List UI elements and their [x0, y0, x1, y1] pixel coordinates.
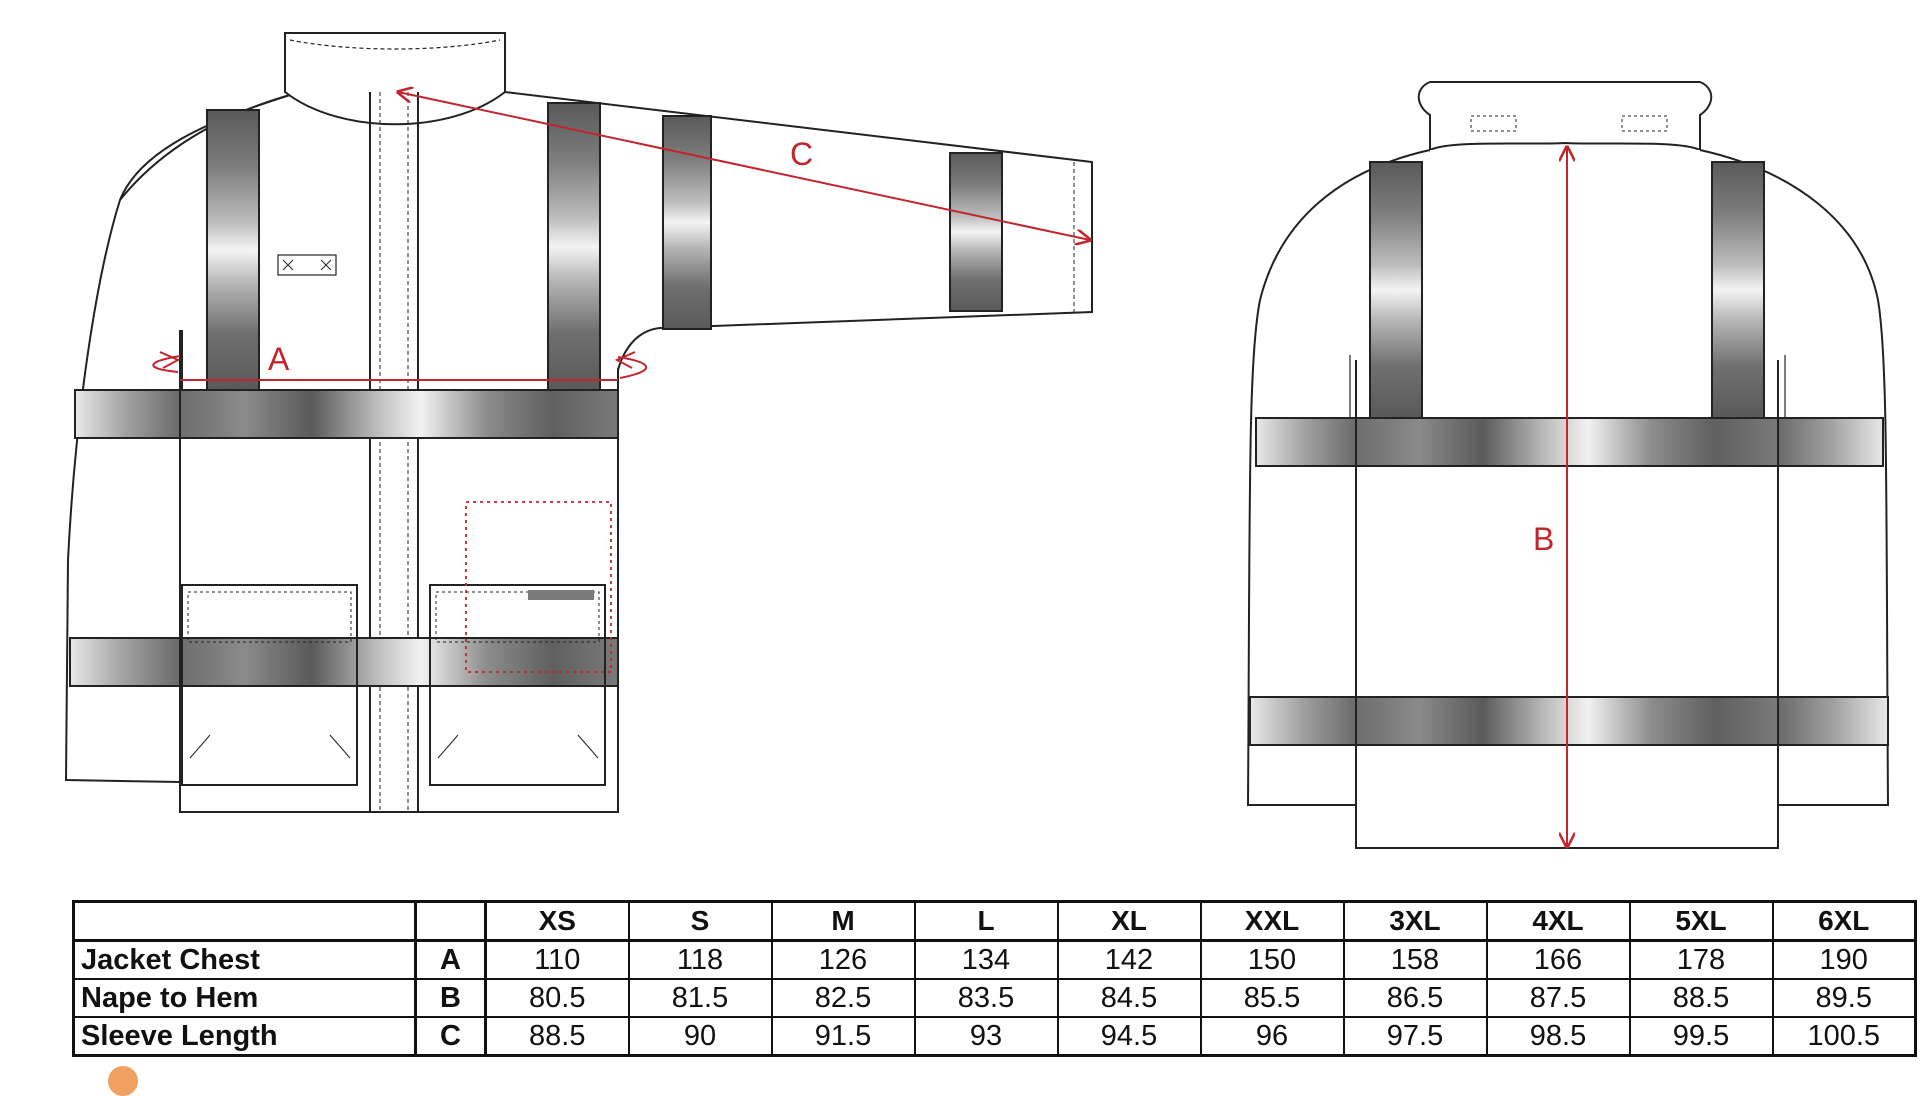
measurement-value-cell: 83.5: [913, 978, 1059, 1018]
measure-label-c: C: [790, 136, 813, 172]
measurement-value-cell: 142: [1056, 939, 1202, 980]
measurement-value-cell: 134: [913, 939, 1059, 980]
orange-dot-marker: [108, 1066, 138, 1096]
measurement-value-cell: 87.5: [1485, 978, 1631, 1018]
size-header-cell: XS: [484, 900, 630, 942]
measurement-value-cell: 190: [1771, 939, 1917, 980]
measurement-value-cell: 96: [1199, 1016, 1345, 1057]
measurement-value-cell: 88.5: [1628, 978, 1774, 1018]
measurement-value-cell: 82.5: [770, 978, 916, 1018]
measurement-value-cell: 100.5: [1771, 1016, 1917, 1057]
measurement-value-cell: 85.5: [1199, 978, 1345, 1018]
measure-c-arrow: [398, 92, 1090, 240]
size-header-cell: XL: [1056, 900, 1202, 942]
measure-a: [152, 351, 647, 381]
measurement-value-cell: 99.5: [1628, 1016, 1774, 1057]
measurement-value-cell: 90: [627, 1016, 773, 1057]
measurement-value-cell: 118: [627, 939, 773, 980]
measurement-value-cell: 97.5: [1342, 1016, 1488, 1057]
measurement-value-cell: 178: [1628, 939, 1774, 980]
size-header-cell: 3XL: [1342, 900, 1488, 942]
size-header-cell: 4XL: [1485, 900, 1631, 942]
measurement-value-cell: 93: [913, 1016, 1059, 1057]
measurement-value-cell: 81.5: [627, 978, 773, 1018]
measurement-value-cell: 89.5: [1771, 978, 1917, 1018]
measurement-code-cell: A: [414, 939, 487, 980]
measurement-value-cell: 80.5: [484, 978, 630, 1018]
size-header-cell: L: [913, 900, 1059, 942]
front-view: [64, 32, 1093, 813]
measurement-value-cell: 94.5: [1056, 1016, 1202, 1057]
measurement-value-cell: 86.5: [1342, 978, 1488, 1018]
measurement-name-cell: Nape to Hem: [72, 978, 417, 1018]
size-header-cell: S: [627, 900, 773, 942]
measure-label-a: A: [268, 341, 290, 377]
measurement-value-cell: 98.5: [1485, 1016, 1631, 1057]
measurement-value-cell: 91.5: [770, 1016, 916, 1057]
measurement-name-cell: Sleeve Length: [72, 1016, 417, 1057]
measurement-code-cell: C: [414, 1016, 487, 1057]
header-empty-cell: [72, 900, 417, 942]
size-header-cell: 5XL: [1628, 900, 1774, 942]
measure-label-b: B: [1533, 521, 1554, 557]
measurement-value-cell: 158: [1342, 939, 1488, 980]
size-header-cell: M: [770, 900, 916, 942]
header-empty-code-cell: [414, 900, 487, 942]
measurement-value-cell: 166: [1485, 939, 1631, 980]
measurement-name-cell: Jacket Chest: [72, 939, 417, 980]
measurement-value-cell: 88.5: [484, 1016, 630, 1057]
jacket-technical-drawing: A C B: [64, 32, 1890, 849]
size-header-cell: 6XL: [1771, 900, 1917, 942]
size-header-cell: XXL: [1199, 900, 1345, 942]
measurement-value-cell: 110: [484, 939, 630, 980]
measurement-code-cell: B: [414, 978, 487, 1018]
measurement-value-cell: 126: [770, 939, 916, 980]
measurement-value-cell: 84.5: [1056, 978, 1202, 1018]
measurement-value-cell: 150: [1199, 939, 1345, 980]
